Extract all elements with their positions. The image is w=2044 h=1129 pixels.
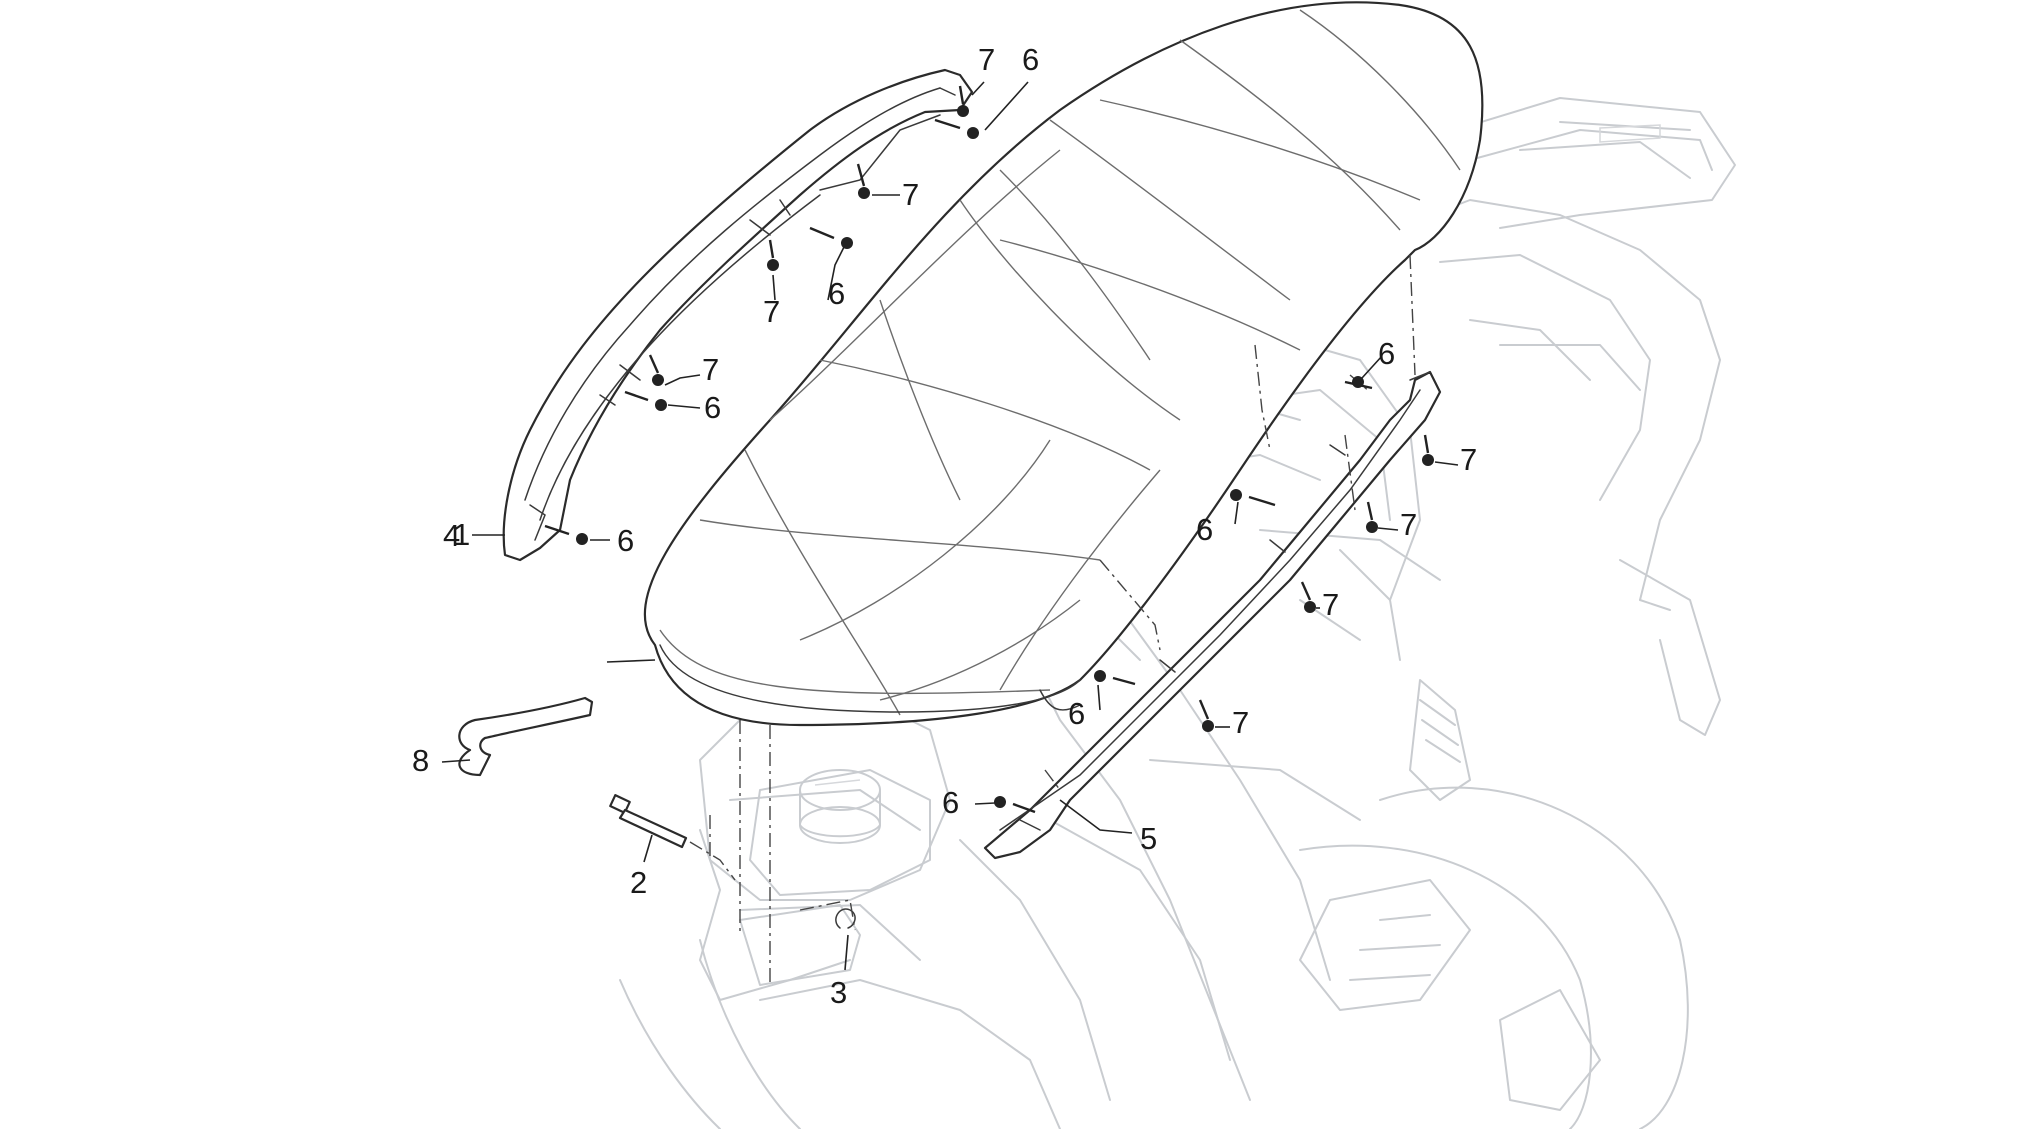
cap-7-icon: [856, 163, 870, 199]
cap-7-icon: [1198, 699, 1214, 732]
callout-7-f: 7: [1400, 507, 1417, 542]
callout-7-e: 7: [1460, 442, 1477, 477]
callout-7-c: 7: [763, 294, 780, 329]
callout-6-f: 6: [1196, 512, 1213, 547]
leader-lines: [441, 81, 1459, 971]
part-8-hook: [458, 696, 594, 777]
callout-8: 8: [412, 743, 429, 778]
screw-6-icon: [934, 118, 979, 139]
cap-7-icon: [1422, 434, 1434, 466]
callout-6-a: 6: [1022, 42, 1039, 77]
screw-6-icon: [994, 796, 1036, 814]
fasteners: [544, 85, 1434, 814]
fuel-cap-ghost: [749, 769, 931, 896]
cap-7-icon: [1300, 581, 1316, 613]
screw-6-icon: [1230, 489, 1276, 507]
part-5-right-grab-rail: [983, 370, 1442, 860]
callout-5: 5: [1140, 821, 1157, 856]
cap-7-icon: [1366, 501, 1378, 533]
callout-6-e: 6: [1378, 336, 1395, 371]
callout-7-a: 7: [978, 42, 995, 77]
assembly-lines: [709, 254, 1416, 985]
cap-7-icon: [767, 239, 779, 271]
screw-6-icon: [544, 524, 588, 545]
part-2-pin: [609, 794, 736, 881]
screw-6-icon: [624, 390, 667, 411]
callout-6-d: 6: [617, 523, 634, 558]
callout-7-d: 7: [702, 352, 719, 387]
part-4-left-grab-rail: [502, 68, 974, 562]
part-1-seat: [643, 1, 1484, 727]
callout-2: 2: [630, 865, 647, 900]
callout-3: 3: [830, 975, 847, 1010]
screw-6-icon: [1094, 670, 1136, 686]
cap-7-icon: [957, 85, 969, 117]
callout-7-b: 7: [902, 177, 919, 212]
callout-6-b: 6: [828, 276, 845, 311]
scooter-body-ghost: [619, 97, 1736, 1129]
callout-6-h: 6: [942, 785, 959, 820]
callout-7-h: 7: [1232, 705, 1249, 740]
screw-6-icon: [1344, 376, 1373, 390]
screw-6-icon: [809, 226, 853, 249]
callout-6-g: 6: [1068, 696, 1085, 731]
callout-1: 1: [453, 517, 470, 552]
callout-7-g: 7: [1322, 587, 1339, 622]
callout-4: 4: [443, 518, 460, 553]
callout-labels: 1 2 3 4 5 6 6 6 6 6 6 6 6 7 7 7 7 7 7 7 …: [412, 42, 1477, 1010]
cap-7-icon: [648, 354, 664, 386]
callout-6-c: 6: [704, 390, 721, 425]
